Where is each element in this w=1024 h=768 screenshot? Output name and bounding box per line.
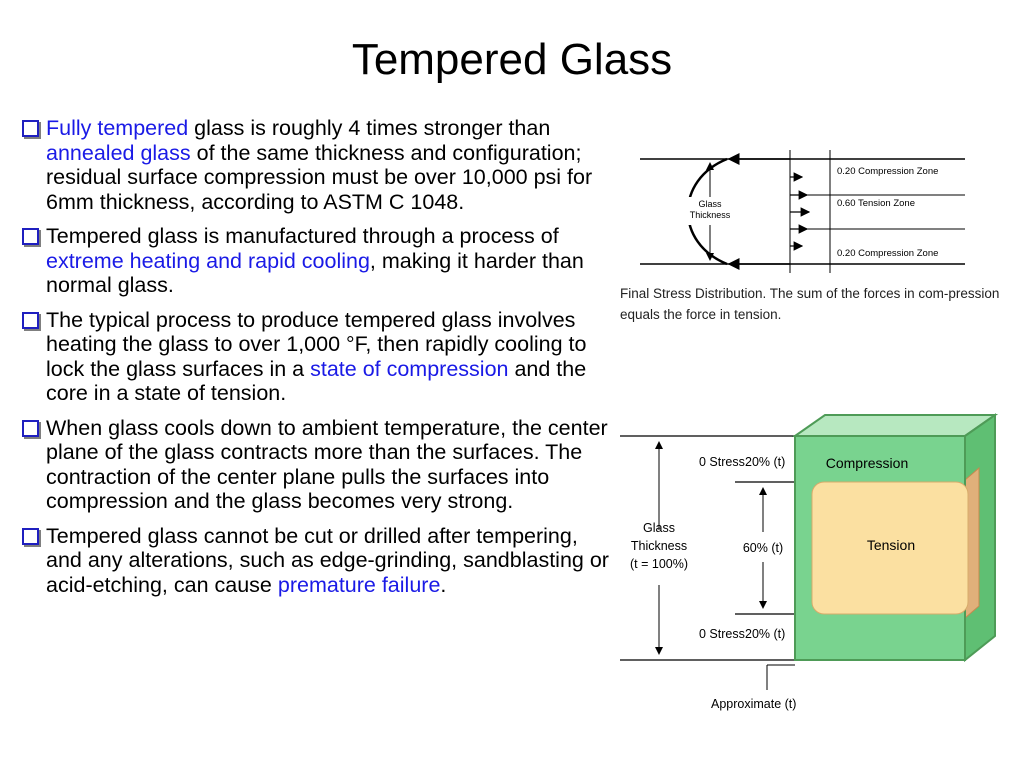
tension-label: Tension — [867, 537, 915, 553]
slide-title: Tempered Glass — [351, 35, 673, 84]
thickness-label-bg — [677, 197, 743, 225]
figure1-caption: Final Stress Distribution. The sum of th… — [620, 286, 1000, 322]
bullet-text: Tempered glass cannot be cut or drilled … — [46, 524, 609, 597]
bullet-text: Tempered glass is manufactured through a… — [46, 224, 584, 297]
bullet-text-part: of the same thickness and configuration;… — [46, 140, 593, 214]
glass-label-3: (t = 100%) — [630, 557, 688, 571]
bullet-item: The typical process to produce tempered … — [20, 308, 610, 406]
zone-mid-label: 0.60 Tension Zone — [837, 198, 915, 209]
bullet-text: The typical process to produce tempered … — [46, 308, 586, 406]
bullet-item: Tempered glass cannot be cut or drilled … — [20, 524, 610, 598]
glass-cross-section-diagram: 0 Stress 20% (t) Glass Thickness (t = 10… — [620, 413, 999, 711]
stress-distribution-diagram: Glass Thickness 0.20 Compression Zone 0.… — [640, 150, 965, 273]
highlight-annealed-glass: annealed glass — [46, 140, 191, 165]
checkbox-bullet-icon — [22, 228, 39, 245]
glass-top-face — [791, 414, 999, 437]
highlight-heating-cooling: extreme heating and rapid cooling — [46, 248, 370, 273]
checkbox-bullet-icon — [22, 419, 39, 437]
stress-top-label: 0 Stress — [699, 455, 745, 469]
highlight-state-of-compression: state of compression — [310, 356, 509, 381]
bullet-list: Fully tempered glass is roughly 4 times … — [20, 116, 610, 607]
zone-top-label: 0.20 Compression Zone — [837, 166, 938, 177]
glass-thickness-label-2: Thickness — [690, 210, 731, 220]
bullet-text-part: Tempered glass is manufactured through a… — [46, 224, 559, 248]
bullet-item: Tempered glass is manufactured through a… — [20, 224, 610, 298]
bullet-text-part: , making it harder than normal glass. — [46, 248, 584, 298]
bullet-item: Fully tempered glass is roughly 4 times … — [20, 116, 610, 214]
tension-core — [811, 481, 969, 615]
pct-bottom-label: 20% (t) — [745, 627, 785, 641]
compression-label: Compression — [826, 455, 908, 471]
approx-label: Approximate (t) — [711, 697, 796, 711]
bullet-item: When glass cools down to ambient tempera… — [20, 416, 610, 514]
bullet-text-part: When glass cools down to ambient tempera… — [46, 415, 608, 514]
highlight-fully-tempered: Fully tempered — [46, 116, 189, 140]
bullet-text: Fully tempered glass is roughly 4 times … — [46, 116, 592, 214]
bullet-text-part: and the core in a state of tension. — [46, 356, 587, 406]
bullet-text-part: The typical process to produce tempered … — [46, 307, 587, 381]
pct-mid-label: 60% (t) — [743, 541, 783, 555]
bullet-text: When glass cools down to ambient tempera… — [46, 416, 608, 514]
checkbox-bullet-icon — [22, 527, 39, 545]
glass-label-2: Thickness — [631, 539, 687, 553]
zone-bottom-label: 0.20 Compression Zone — [837, 248, 938, 259]
glass-label-1: Glass — [643, 521, 675, 535]
checkbox-bullet-icon — [22, 120, 39, 137]
bullet-text-part: glass is roughly 4 times stronger than — [188, 116, 551, 140]
pct-top-label: 20% (t) — [745, 455, 785, 469]
checkbox-bullet-icon — [22, 311, 39, 329]
glass-thickness-label-1: Glass — [698, 199, 722, 209]
highlight-premature-failure: premature failure — [277, 572, 441, 597]
stress-bottom-label: 0 Stress — [699, 627, 745, 641]
bullet-text-part: Tempered glass cannot be cut or drilled … — [46, 523, 609, 597]
bullet-text-part: . — [440, 572, 447, 597]
